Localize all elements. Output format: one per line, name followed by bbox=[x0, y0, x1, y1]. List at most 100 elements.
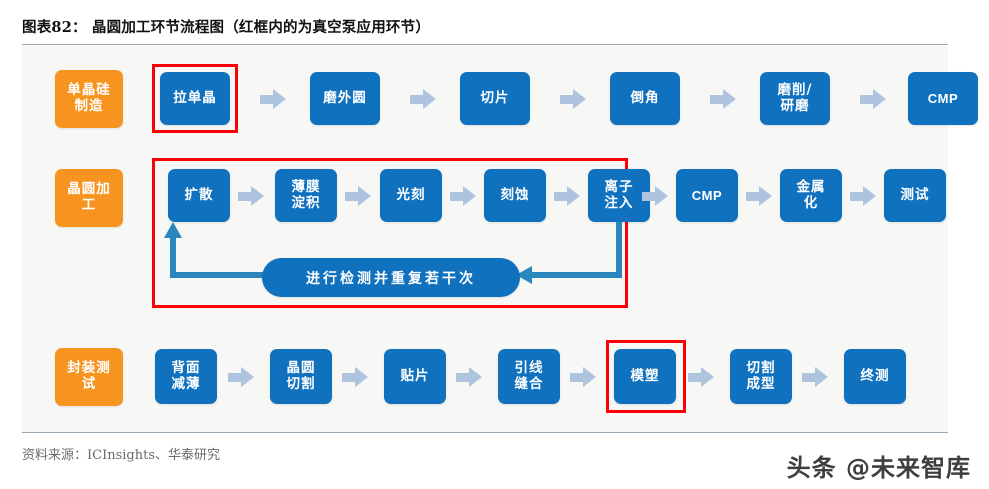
node-cmp-row2-label: CMP bbox=[691, 187, 723, 203]
node-mo-wai-yuan[interactable]: 磨外圆 bbox=[310, 72, 380, 125]
node-mo-su[interactable]: 模塑 bbox=[614, 349, 676, 404]
arrow-shaft bbox=[802, 373, 817, 382]
stage-label-row3: 封装测试 bbox=[55, 348, 123, 406]
node-qie-ge-cheng-xing[interactable]: 切割成型 bbox=[730, 349, 792, 404]
node-mo-su-label: 模塑 bbox=[630, 367, 660, 384]
node-la-dan-jing[interactable]: 拉单晶 bbox=[160, 72, 230, 125]
arrow-shaft bbox=[450, 192, 465, 201]
node-zhong-ce[interactable]: 终测 bbox=[844, 349, 906, 404]
arrow-shaft bbox=[688, 373, 703, 382]
node-tie-pian[interactable]: 贴片 bbox=[384, 349, 446, 404]
node-yin-xian-feng-he-label: 引线缝合 bbox=[514, 359, 544, 392]
arrow-row2-1 bbox=[238, 186, 264, 206]
arrow-head bbox=[655, 186, 668, 206]
stage-label-row3-text: 封装测试 bbox=[67, 360, 111, 392]
red-highlight-wafer-process bbox=[152, 158, 628, 308]
stage-label-row2: 晶圆加工 bbox=[55, 169, 123, 227]
node-jin-shu-hua-label: 金属化 bbox=[796, 178, 826, 211]
node-mo-xiao-yan-mo-label: 磨削/研磨 bbox=[777, 81, 813, 114]
flowchart-canvas: 单晶硅制造 拉单晶 磨外圆 切片 倒角 磨削/研磨 CMP 晶圆加工 扩散 bbox=[22, 46, 978, 432]
arrow-head bbox=[573, 89, 586, 109]
footer-divider bbox=[22, 432, 948, 433]
arrow-shaft bbox=[228, 373, 243, 382]
arrow-head bbox=[358, 186, 371, 206]
arrow-row2-5 bbox=[642, 186, 668, 206]
node-bao-mo-dian-ji-label: 薄膜淀积 bbox=[291, 178, 321, 211]
node-mo-xiao-yan-mo[interactable]: 磨削/研磨 bbox=[760, 72, 830, 125]
node-ce-shi-label: 测试 bbox=[900, 186, 930, 203]
arrow-head bbox=[815, 367, 828, 387]
node-li-zi-zhu-ru-label: 离子注入 bbox=[604, 178, 634, 211]
node-ke-shi[interactable]: 刻蚀 bbox=[484, 169, 546, 222]
loop-arrowhead-left-pointing bbox=[516, 266, 532, 284]
arrow-shaft bbox=[560, 95, 575, 104]
node-mo-wai-yuan-label: 磨外圆 bbox=[323, 89, 367, 106]
arrow-shaft bbox=[746, 192, 761, 201]
node-bei-mian-jian-bao[interactable]: 背面减薄 bbox=[155, 349, 217, 404]
node-li-zi-zhu-ru[interactable]: 离子注入 bbox=[588, 169, 650, 222]
arrow-shaft bbox=[710, 95, 725, 104]
arrow-row3-2 bbox=[342, 367, 368, 387]
loop-line-right-horizontal bbox=[530, 272, 622, 278]
figure-title-bar: 图表82： 晶圆加工环节流程图（红框内的为真空泵应用环节） bbox=[22, 16, 948, 44]
arrow-row3-5 bbox=[688, 367, 714, 387]
arrow-row2-7 bbox=[850, 186, 876, 206]
loop-line-bottom-horizontal bbox=[170, 272, 290, 278]
arrow-head bbox=[567, 186, 580, 206]
feedback-loop-label: 进行检测并重复若干次 bbox=[306, 270, 476, 287]
arrow-row3-4 bbox=[570, 367, 596, 387]
arrow-shaft bbox=[238, 192, 253, 201]
node-jing-yuan-qie-ge[interactable]: 晶圆切割 bbox=[270, 349, 332, 404]
arrow-row3-1 bbox=[228, 367, 254, 387]
arrow-shaft bbox=[570, 373, 585, 382]
node-cmp-row1[interactable]: CMP bbox=[908, 72, 978, 125]
arrow-head bbox=[759, 186, 772, 206]
arrow-row1-2 bbox=[410, 89, 436, 109]
arrow-head bbox=[583, 367, 596, 387]
arrow-row1-1 bbox=[260, 89, 286, 109]
arrow-row3-6 bbox=[802, 367, 828, 387]
node-ce-shi[interactable]: 测试 bbox=[884, 169, 946, 222]
arrow-shaft bbox=[850, 192, 865, 201]
arrow-shaft bbox=[342, 373, 357, 382]
arrow-head bbox=[701, 367, 714, 387]
node-guang-ke-label: 光刻 bbox=[396, 186, 426, 203]
node-qie-pian[interactable]: 切片 bbox=[460, 72, 530, 125]
arrow-row2-2 bbox=[345, 186, 371, 206]
node-qie-pian-label: 切片 bbox=[480, 89, 510, 106]
arrow-head bbox=[423, 89, 436, 109]
watermark: 头条 @未来智库 bbox=[786, 454, 971, 482]
loop-line-right-vertical bbox=[616, 222, 622, 278]
node-kuo-san[interactable]: 扩散 bbox=[168, 169, 230, 222]
node-jin-shu-hua[interactable]: 金属化 bbox=[780, 169, 842, 222]
node-cmp-row2[interactable]: CMP bbox=[676, 169, 738, 222]
arrow-head bbox=[355, 367, 368, 387]
red-highlight-la-dan-jing bbox=[152, 64, 238, 133]
stage-label-row2-text: 晶圆加工 bbox=[67, 181, 111, 213]
node-cmp-row1-label: CMP bbox=[927, 90, 959, 106]
node-bei-mian-jian-bao-label: 背面减薄 bbox=[171, 359, 201, 392]
node-guang-ke[interactable]: 光刻 bbox=[380, 169, 442, 222]
feedback-loop-box[interactable]: 进行检测并重复若干次 bbox=[262, 258, 520, 297]
arrow-head bbox=[463, 186, 476, 206]
node-zhong-ce-label: 终测 bbox=[860, 367, 890, 384]
arrow-head bbox=[273, 89, 286, 109]
arrow-row2-4 bbox=[554, 186, 580, 206]
node-la-dan-jing-label: 拉单晶 bbox=[173, 89, 217, 106]
source-note: 资料来源：ICInsights、华泰研究 bbox=[22, 448, 221, 463]
loop-arrowhead-up-pointing bbox=[164, 222, 182, 238]
node-yin-xian-feng-he[interactable]: 引线缝合 bbox=[498, 349, 560, 404]
arrow-shaft bbox=[642, 192, 657, 201]
arrow-head bbox=[241, 367, 254, 387]
stage-label-row1-text: 单晶硅制造 bbox=[67, 82, 111, 114]
arrow-row1-4 bbox=[710, 89, 736, 109]
node-bao-mo-dian-ji[interactable]: 薄膜淀积 bbox=[275, 169, 337, 222]
node-dao-jiao[interactable]: 倒角 bbox=[610, 72, 680, 125]
node-qie-ge-cheng-xing-label: 切割成型 bbox=[746, 359, 776, 392]
arrow-head bbox=[723, 89, 736, 109]
arrow-head bbox=[251, 186, 264, 206]
arrow-head bbox=[863, 186, 876, 206]
arrow-shaft bbox=[410, 95, 425, 104]
stage-label-row1: 单晶硅制造 bbox=[55, 70, 123, 128]
arrow-shaft bbox=[345, 192, 360, 201]
